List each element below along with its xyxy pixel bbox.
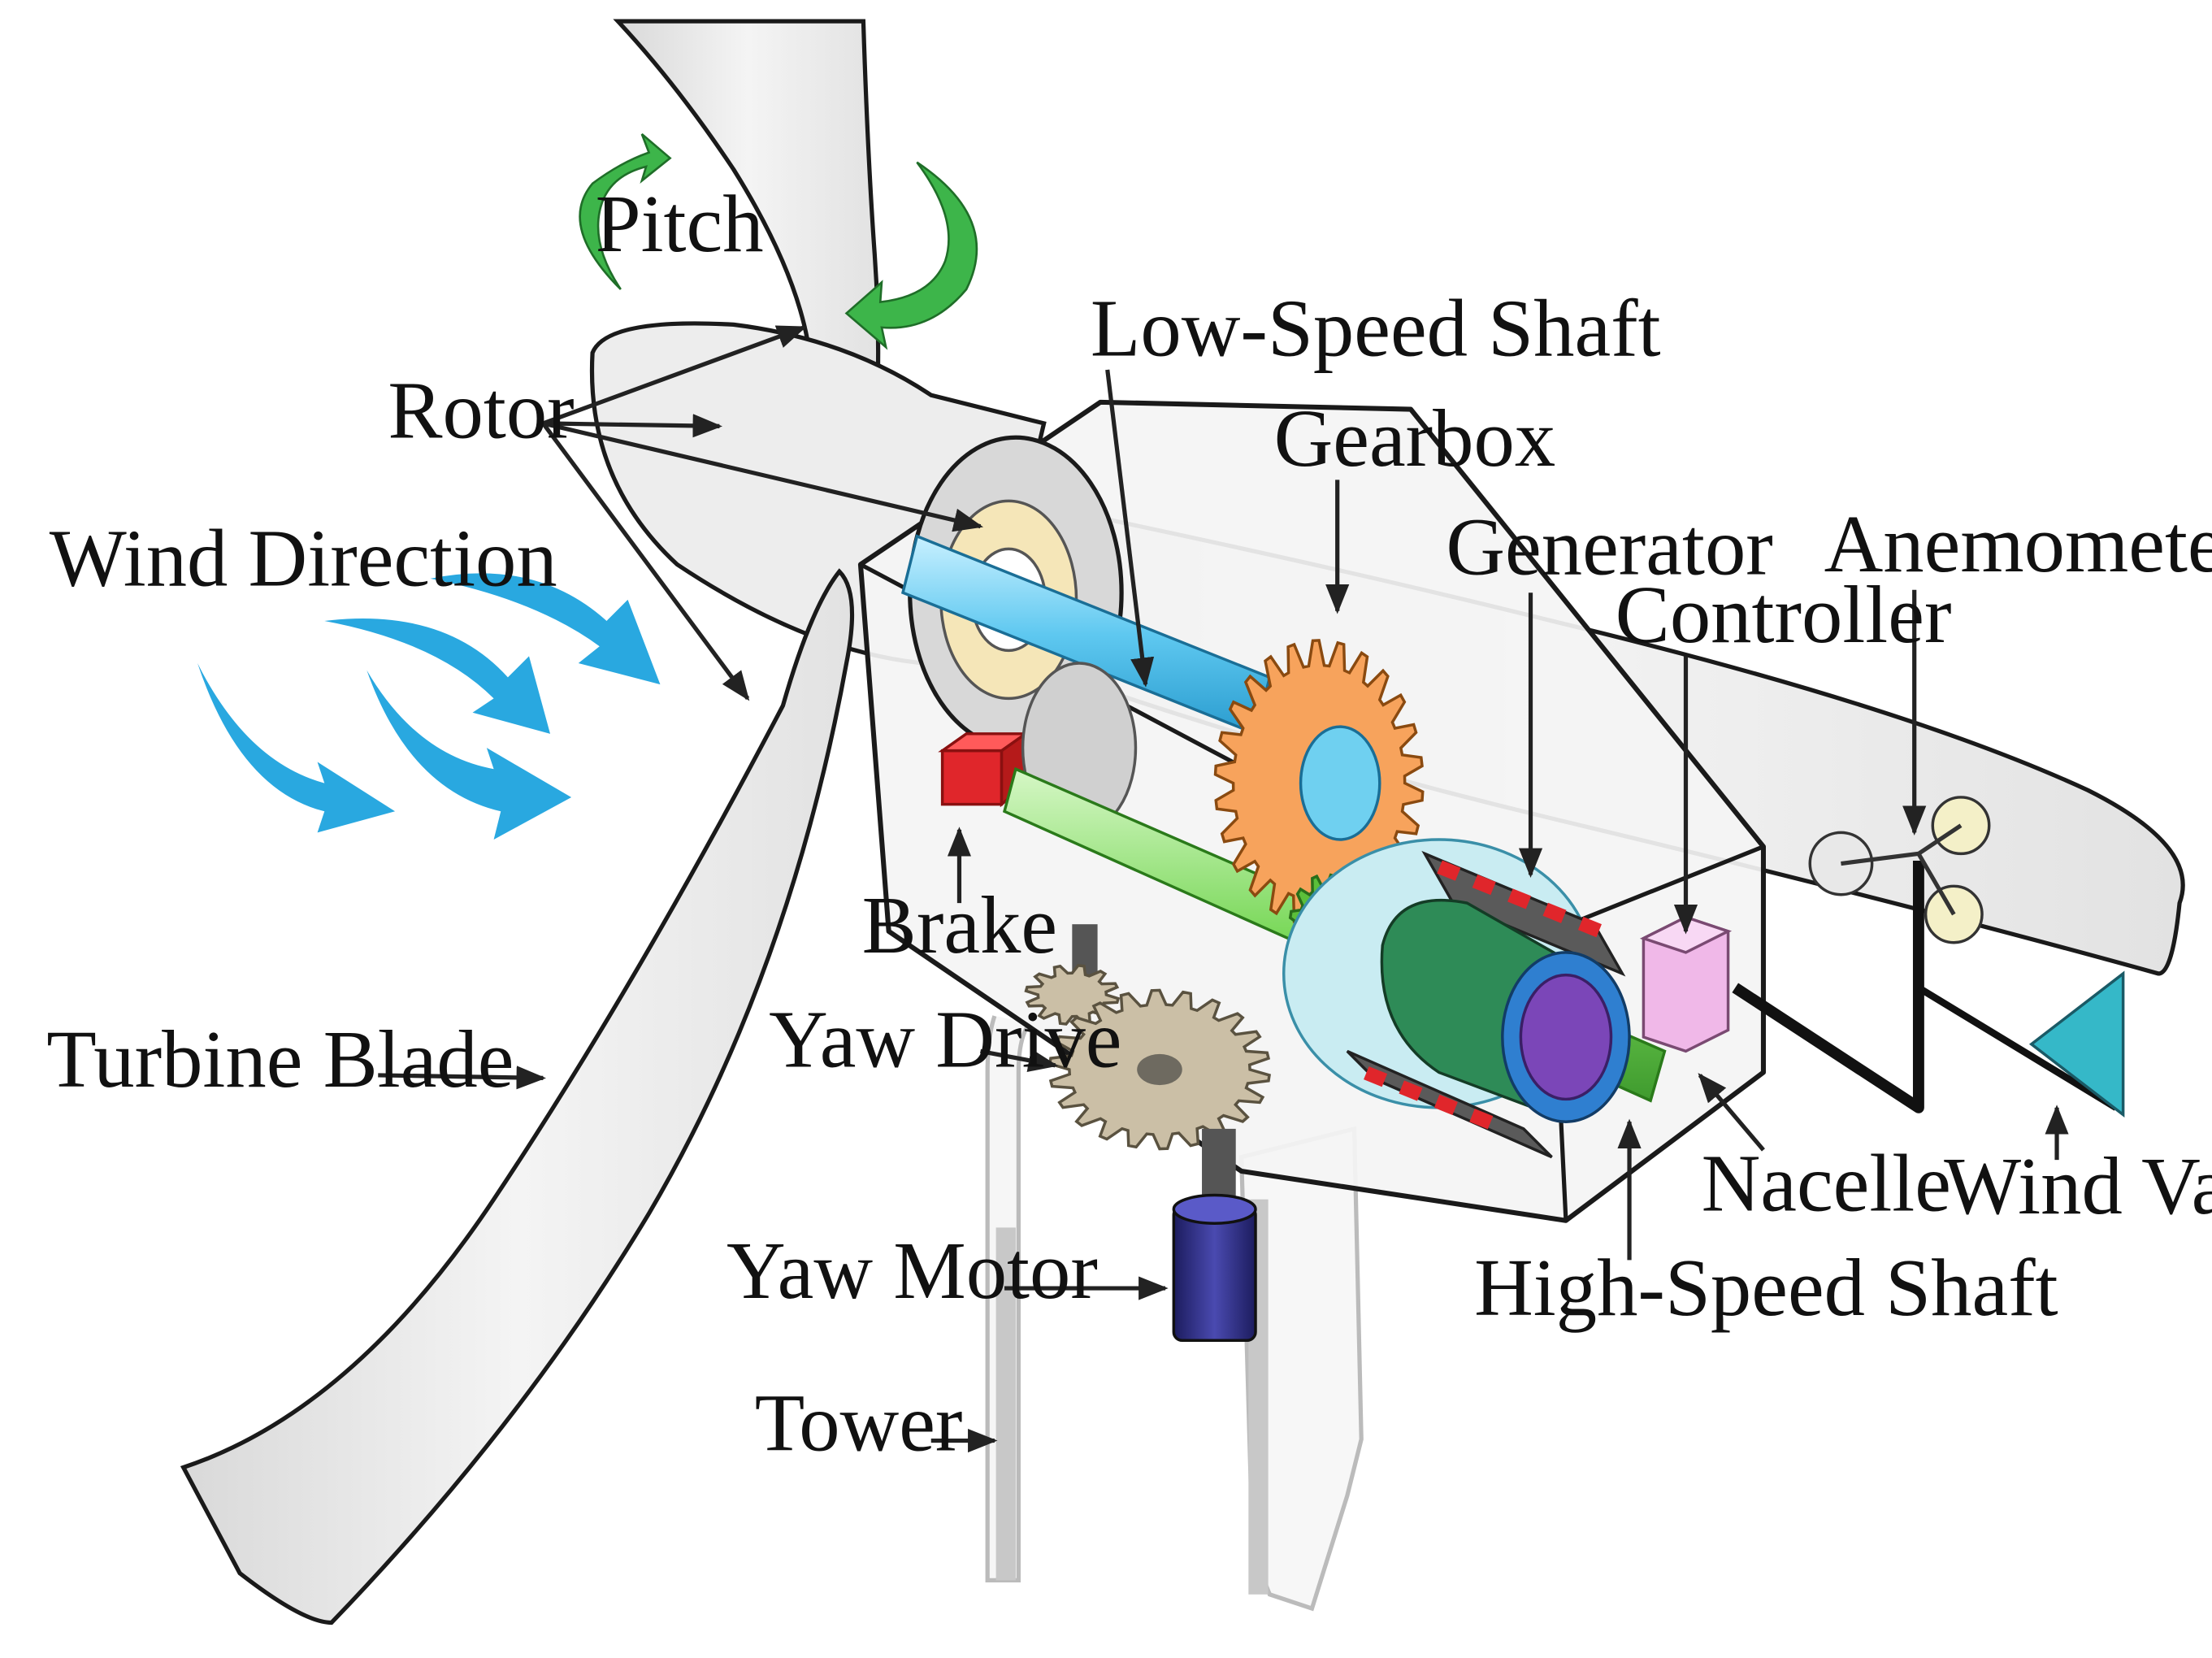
pitch-arrow-right: [844, 161, 978, 350]
wind-direction-arrows: [197, 573, 661, 840]
label-wind-vane: Wind Vane: [1944, 1140, 2212, 1231]
label-low-speed-shaft: Low-Speed Shaft: [1091, 283, 1661, 374]
yaw-drive: [1024, 924, 1271, 1214]
anemometer-wind-vane-mast: [1732, 861, 2119, 1113]
label-turbine-blade: Turbine Blade: [46, 1013, 514, 1105]
label-yaw-motor: Yaw Motor: [726, 1225, 1098, 1316]
label-anemometer: Anemometer: [1824, 498, 2212, 589]
label-brake: Brake: [862, 879, 1057, 970]
wind-vane: [2028, 970, 2125, 1118]
label-yaw-drive: Yaw Drive: [769, 994, 1121, 1085]
label-pitch: Pitch: [596, 178, 764, 269]
label-tower: Tower: [755, 1378, 963, 1469]
label-controller: Controller: [1616, 569, 1952, 660]
leader-lines: [378, 325, 2069, 1453]
labels: Pitch Rotor Low-Speed Shaft Gearbox Gene…: [46, 178, 2212, 1469]
pitch-arrow-left: [579, 133, 672, 290]
label-wind-direction: Wind Direction: [50, 513, 557, 604]
label-gearbox: Gearbox: [1274, 393, 1556, 484]
anemometer-cups: [1808, 796, 1991, 944]
yaw-motor: [1172, 1193, 1257, 1343]
label-high-speed-shaft: High-Speed Shaft: [1474, 1242, 2058, 1333]
generator: [1282, 838, 1631, 1159]
label-rotor: Rotor: [388, 364, 574, 455]
tower: [985, 1015, 1364, 1612]
label-generator: Generator: [1446, 501, 1772, 592]
controller-box: [1639, 915, 1733, 1053]
label-nacelle: Nacelle: [1702, 1138, 1951, 1229]
turbine-blade-front: [180, 568, 855, 1625]
